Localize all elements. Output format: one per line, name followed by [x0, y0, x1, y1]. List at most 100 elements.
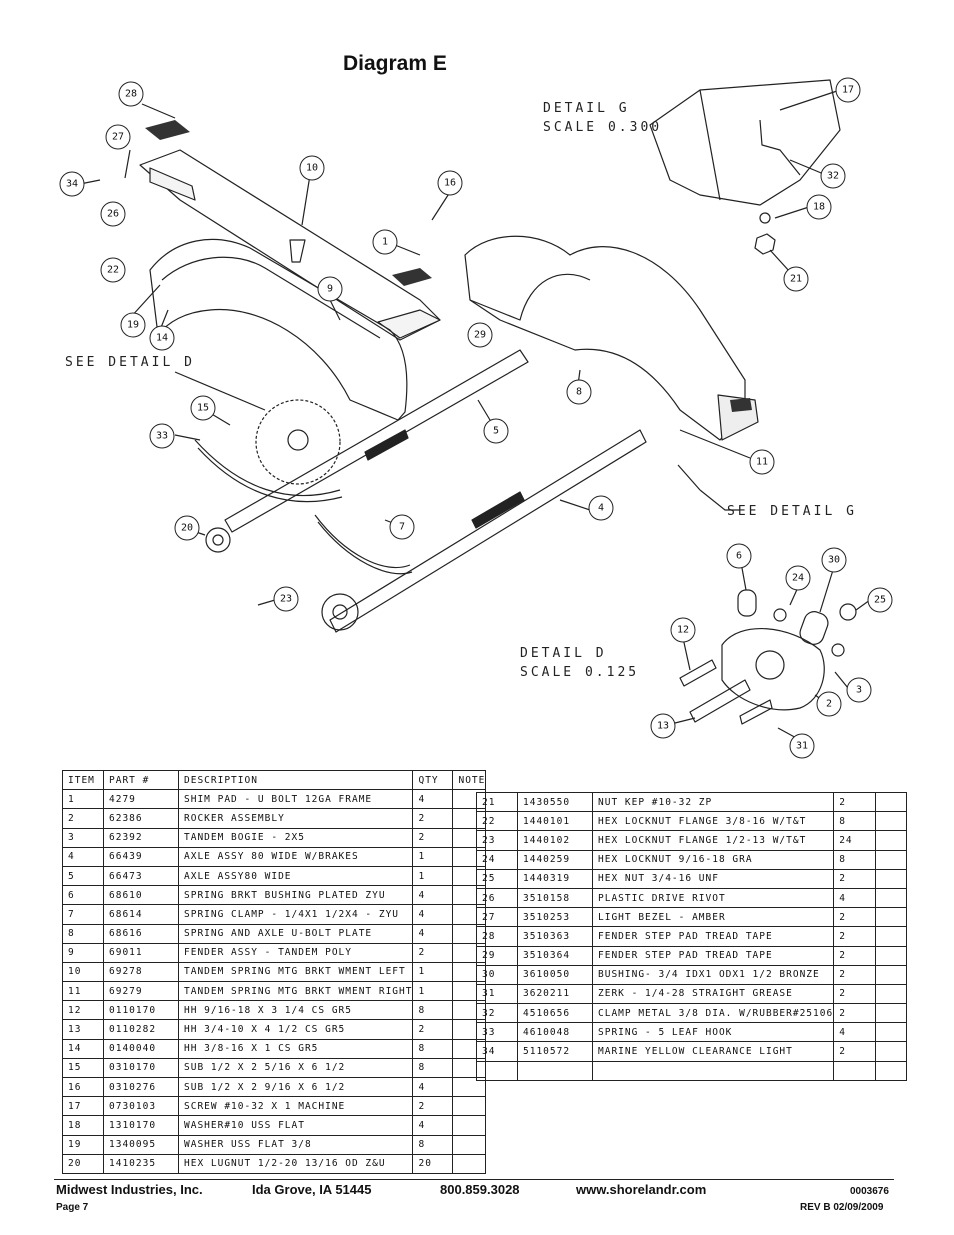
callout-9: 9: [327, 284, 333, 295]
callout-2: 2: [826, 699, 832, 710]
cell-qty: 2: [833, 926, 877, 947]
cell-item: 9: [62, 942, 104, 963]
cell-part: 3510364: [517, 945, 593, 966]
cell-description: WASHER USS FLAT 3/8: [177, 1134, 414, 1155]
callout-16: 16: [444, 178, 456, 189]
step-pad-29: [392, 268, 432, 286]
cell-part: 1410235: [103, 1153, 179, 1174]
cell-part: 0110282: [103, 1019, 179, 1040]
cell-description: SCREW #10-32 X 1 MACHINE: [177, 1096, 414, 1117]
cell-note: [875, 811, 908, 832]
cell-item: 29: [476, 945, 518, 966]
cell-part: 4610048: [517, 1022, 593, 1043]
hub-left: [205, 527, 231, 553]
cell-part: 3620211: [517, 983, 593, 1005]
cell-qty: 2: [833, 964, 877, 985]
callout-17: 17: [842, 85, 854, 96]
callout-34: 34: [66, 179, 78, 190]
cell-description: SPRING CLAMP - 1/4X1 1/2X4 - ZYU: [177, 904, 414, 925]
header-qty: QTY: [412, 769, 454, 791]
cell-qty: 4: [833, 887, 877, 909]
cell-qty: 2: [412, 1096, 454, 1117]
cell-description: PLASTIC DRIVE RIVOT: [591, 887, 835, 909]
cell-part: 69279: [103, 981, 179, 1002]
cell-item: 21: [476, 791, 518, 813]
callout-3: 3: [856, 685, 862, 696]
callout-8: 8: [576, 387, 582, 398]
cell-item: 34: [476, 1041, 518, 1062]
cell-note: [875, 791, 908, 813]
cell-item: 13: [62, 1019, 104, 1040]
cell-part: 0310276: [103, 1076, 179, 1098]
cell-description: HEX LOCKNUT 9/16-18 GRA: [591, 849, 835, 870]
footer-web: www.shorelandr.com: [576, 1182, 707, 1197]
cell-part: [517, 1060, 593, 1081]
cell-description: SUB 1/2 X 2 9/16 X 6 1/2: [177, 1076, 414, 1098]
cell-item: 15: [62, 1057, 104, 1079]
cell-qty: 8: [412, 1057, 454, 1079]
header-part: PART #: [103, 769, 179, 791]
cell-part: 0110170: [103, 1000, 179, 1021]
table-header-row: ITEM PART # DESCRIPTION QTY NOTE: [62, 769, 487, 791]
cell-item: 14: [62, 1038, 104, 1059]
cell-qty: 4: [412, 789, 454, 810]
cell-description: TANDEM SPRING MTG BRKT WMENT LEFT: [177, 961, 414, 983]
callout-19: 19: [127, 320, 139, 331]
cell-description: FENDER ASSY - TANDEM POLY: [177, 942, 414, 963]
cell-part: 66473: [103, 865, 179, 887]
cell-qty: 4: [412, 1076, 454, 1098]
cell-description: WASHER#10 USS FLAT: [177, 1115, 414, 1136]
detail-g-label-line1: DETAIL G: [543, 101, 630, 116]
cell-qty: 24: [833, 830, 877, 851]
footer-rule: [54, 1179, 894, 1180]
callout-5: 5: [493, 426, 499, 437]
detail-d-label-line1: DETAIL D: [520, 646, 607, 661]
cell-description: BUSHING- 3/4 IDX1 ODX1 1/2 BRONZE: [591, 964, 835, 985]
cell-description: HH 3/4-10 X 4 1/2 CS GR5: [177, 1019, 414, 1040]
cell-qty: [833, 1060, 877, 1081]
cell-qty: 2: [412, 1019, 454, 1040]
callout-32: 32: [827, 171, 839, 182]
callout-10: 10: [306, 163, 318, 174]
cell-qty: 1: [412, 981, 454, 1002]
cell-qty: 2: [833, 983, 877, 1005]
cell-note: [452, 1134, 487, 1155]
cell-item: [476, 1060, 518, 1081]
cell-part: 1340095: [103, 1134, 179, 1155]
header-item: ITEM: [62, 769, 104, 791]
cell-part: 3510253: [517, 907, 593, 928]
cell-item: 24: [476, 849, 518, 870]
cell-description: TANDEM SPRING MTG BRKT WMENT RIGHT: [177, 981, 414, 1002]
cell-qty: 4: [412, 923, 454, 944]
cell-description: LIGHT BEZEL - AMBER: [591, 907, 835, 928]
cell-qty: 2: [833, 791, 877, 813]
cell-qty: 2: [412, 942, 454, 963]
cell-part: 3510363: [517, 926, 593, 947]
callout-4: 4: [598, 503, 604, 514]
cell-part: 3610050: [517, 964, 593, 985]
cell-item: 31: [476, 983, 518, 1005]
callout-1: 1: [382, 237, 388, 248]
cell-note: [875, 1041, 908, 1062]
cell-part: 4510656: [517, 1003, 593, 1024]
hub-right: [321, 593, 359, 631]
cell-description: HEX LOCKNUT FLANGE 3/8-16 W/T&T: [591, 811, 835, 832]
cell-item: 27: [476, 907, 518, 928]
